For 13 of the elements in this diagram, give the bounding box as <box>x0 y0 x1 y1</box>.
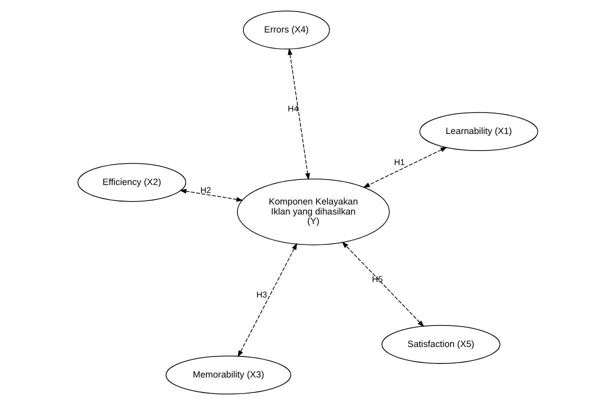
node-ellipse: Satisfaction (X5) <box>382 325 500 364</box>
arrow <box>342 241 424 328</box>
arrow <box>362 146 448 188</box>
arrow <box>180 188 244 202</box>
edge-label: H4 <box>288 104 298 114</box>
edge-label: H1 <box>394 156 405 167</box>
arrow <box>238 242 298 358</box>
edge-label: H5 <box>372 274 383 284</box>
node-ellipse: Memorability (X3) <box>166 356 292 394</box>
node-ellipse: Errors (X4) <box>242 10 330 50</box>
edge-label: H2 <box>200 184 212 195</box>
arrow <box>288 48 310 180</box>
edge-label: H3 <box>256 290 268 300</box>
